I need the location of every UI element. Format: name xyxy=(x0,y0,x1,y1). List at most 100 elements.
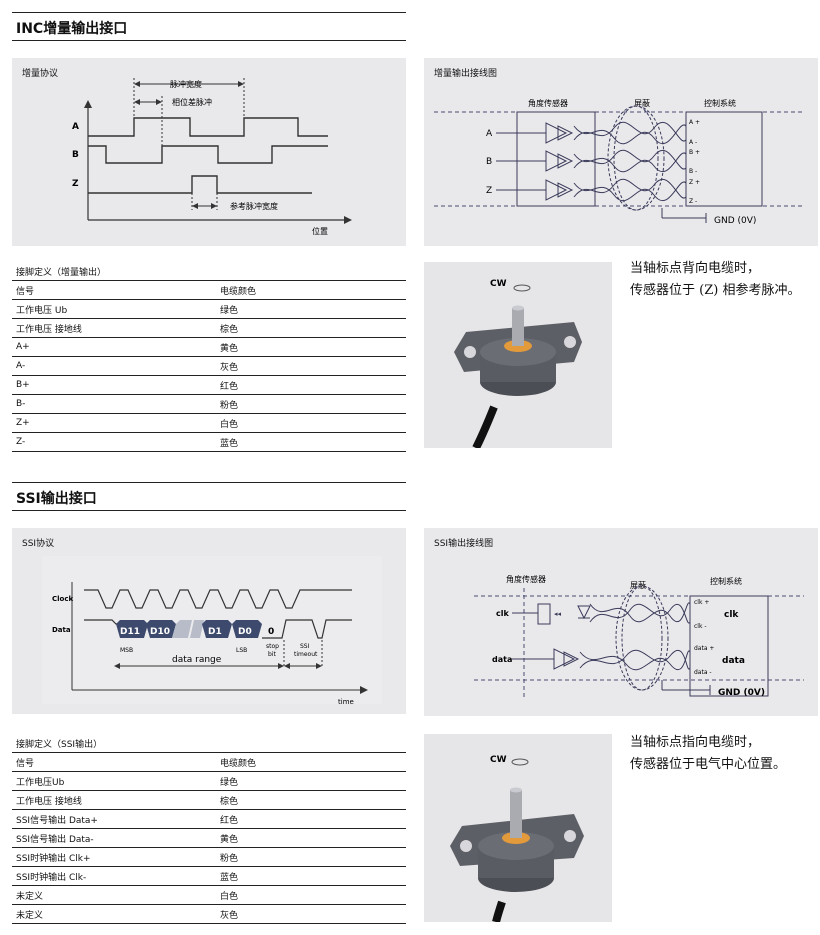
ssi-wiring-diagram: 角度传感器 屏蔽 控制系统 clk data ◂◂ clk + clk - da… xyxy=(474,574,804,698)
panel-title: SSI协议 xyxy=(22,539,55,549)
table-row: Z-蓝色 xyxy=(12,432,406,452)
table-caption: 接脚定义（SSI输出） xyxy=(12,734,406,753)
gnd-label: GND (0V) xyxy=(714,216,756,226)
sensor-illustration: CW xyxy=(454,279,582,450)
data-output-label: data xyxy=(722,656,745,666)
control-label: 控制系统 xyxy=(710,576,742,586)
position-label: 位置 xyxy=(312,226,328,236)
section-top-rule xyxy=(12,12,406,13)
table-header: 电缆颜色 xyxy=(216,752,406,772)
ssi-wiring-panel: SSI输出接线图 角度传感器 屏蔽 控制系统 clk data ◂◂ clk +… xyxy=(424,528,818,716)
table-row: SSI时钟输出 Clk-蓝色 xyxy=(12,866,406,886)
inc-wiring-diagram: 角度传感器 屏蔽 控制系统 A B Z A + A - B + B - Z + … xyxy=(434,98,804,226)
table-cell: 灰色 xyxy=(216,356,406,376)
table-row: B-粉色 xyxy=(12,394,406,414)
section-rule xyxy=(12,40,406,41)
data-minus: data - xyxy=(694,669,712,676)
data-input-label: data xyxy=(492,655,512,664)
inc-timing-diagram: A B Z 脉冲宽度 相位差脉冲 参考脉冲宽度 位置 xyxy=(72,78,352,236)
time-label: time xyxy=(338,698,354,706)
table-cell: SSI信号输出 Data+ xyxy=(12,809,216,829)
table-row: A-灰色 xyxy=(12,356,406,376)
table-cell: 蓝色 xyxy=(216,866,406,886)
input-a-label: A xyxy=(486,129,493,139)
data-plus: data + xyxy=(694,645,714,652)
table-cell: 黄色 xyxy=(216,828,406,848)
note-line: 当轴标点指向电缆时， xyxy=(630,735,761,750)
section-top-rule xyxy=(12,482,406,483)
ref-pulse-label: 参考脉冲宽度 xyxy=(230,201,278,211)
inc-section-title: INC增量输出接口 xyxy=(16,21,128,37)
table-cell: 粉色 xyxy=(216,394,406,414)
table-row: SSI信号输出 Data-黄色 xyxy=(12,828,406,848)
note-line: 传感器位于电气中心位置。 xyxy=(630,757,787,772)
gnd-label: GND (0V) xyxy=(718,688,765,698)
table-cell: A- xyxy=(12,356,216,376)
timeout-label: SSI xyxy=(300,643,310,650)
table-cell: A+ xyxy=(12,337,216,357)
input-b-label: B xyxy=(486,157,492,167)
ssi-timing-diagram: Clock Data D11 D10 D1 D0 0 MSB LSB stop … xyxy=(42,556,382,706)
output-b-plus: B + xyxy=(689,149,700,156)
output-z-minus: Z - xyxy=(689,198,697,205)
table-cell: 工作电压 Ub xyxy=(12,299,216,319)
table-cell: Z+ xyxy=(12,413,216,433)
table-cell: 绿色 xyxy=(216,299,406,319)
output-a-plus: A + xyxy=(689,119,700,126)
table-cell: 工作电压Ub xyxy=(12,771,216,791)
inc-wiring-panel: 增量输出接线图 角度传感器 屏蔽 控制系统 A B Z A + A - xyxy=(424,58,818,246)
signal-label-b: B xyxy=(72,150,79,160)
ssi-protocol-panel: SSI协议 Clock Data D11 D10 D1 D0 0 MSB LSB… xyxy=(12,528,406,714)
table-cell: 蓝色 xyxy=(216,432,406,452)
signal-label-a: A xyxy=(72,122,79,132)
table-row: SSI信号输出 Data+红色 xyxy=(12,809,406,829)
table-caption: 接脚定义（增量输出） xyxy=(12,262,406,281)
table-cell: 白色 xyxy=(216,413,406,433)
table-row: 工作电压 接地线棕色 xyxy=(12,318,406,338)
cw-label: CW xyxy=(490,755,507,765)
input-z-label: Z xyxy=(486,186,492,196)
data-label: Data xyxy=(52,626,71,634)
table-row: 工作电压 接地线棕色 xyxy=(12,790,406,810)
output-a-minus: A - xyxy=(689,139,697,146)
table-cell: B- xyxy=(12,394,216,414)
bit-d11: D11 xyxy=(120,627,140,637)
clk-output-label: clk xyxy=(724,610,739,620)
cw-label: CW xyxy=(490,279,507,289)
table-cell: 黄色 xyxy=(216,337,406,357)
clk-input-label: clk xyxy=(496,609,509,618)
shield-label: 屏蔽 xyxy=(634,98,650,108)
data-range-label: data range xyxy=(172,655,222,665)
note-line: 传感器位于 (Z) 相参考脉冲。 xyxy=(630,283,801,298)
table-cell: Z- xyxy=(12,432,216,452)
table-cell: 绿色 xyxy=(216,771,406,791)
table-cell: 未定义 xyxy=(12,885,216,905)
table-cell: 红色 xyxy=(216,375,406,395)
inc-protocol-panel: 增量协议 A B Z 脉冲宽度 相位差脉冲 参 xyxy=(12,58,406,246)
panel-title: 增量输出接线图 xyxy=(434,69,498,79)
table-row: 未定义灰色 xyxy=(12,904,406,924)
table-row: A+黄色 xyxy=(12,337,406,357)
table-cell: 粉色 xyxy=(216,847,406,867)
section-rule xyxy=(12,510,406,511)
bit-zero: 0 xyxy=(268,627,274,637)
table-cell: 工作电压 接地线 xyxy=(12,318,216,338)
note-line: 当轴标点背向电缆时， xyxy=(630,261,761,276)
inc-note: 当轴标点背向电缆时， 传感器位于 (Z) 相参考脉冲。 xyxy=(630,258,800,302)
pulse-width-label: 脉冲宽度 xyxy=(170,79,202,89)
output-z-plus: Z + xyxy=(689,179,700,186)
bit-d0: D0 xyxy=(238,627,252,637)
sensor-illustration: CW xyxy=(450,755,584,923)
lsb-label: LSB xyxy=(236,647,247,654)
clk-plus: clk + xyxy=(694,599,709,606)
table-header: 电缆颜色 xyxy=(216,280,406,300)
ssi-sensor-image: CW xyxy=(424,734,612,923)
stop-bit-label: stop xyxy=(266,643,279,650)
table-cell: 未定义 xyxy=(12,904,216,924)
inc-sensor-image: CW xyxy=(424,262,612,450)
table-cell: B+ xyxy=(12,375,216,395)
table-row: Z+白色 xyxy=(12,413,406,433)
